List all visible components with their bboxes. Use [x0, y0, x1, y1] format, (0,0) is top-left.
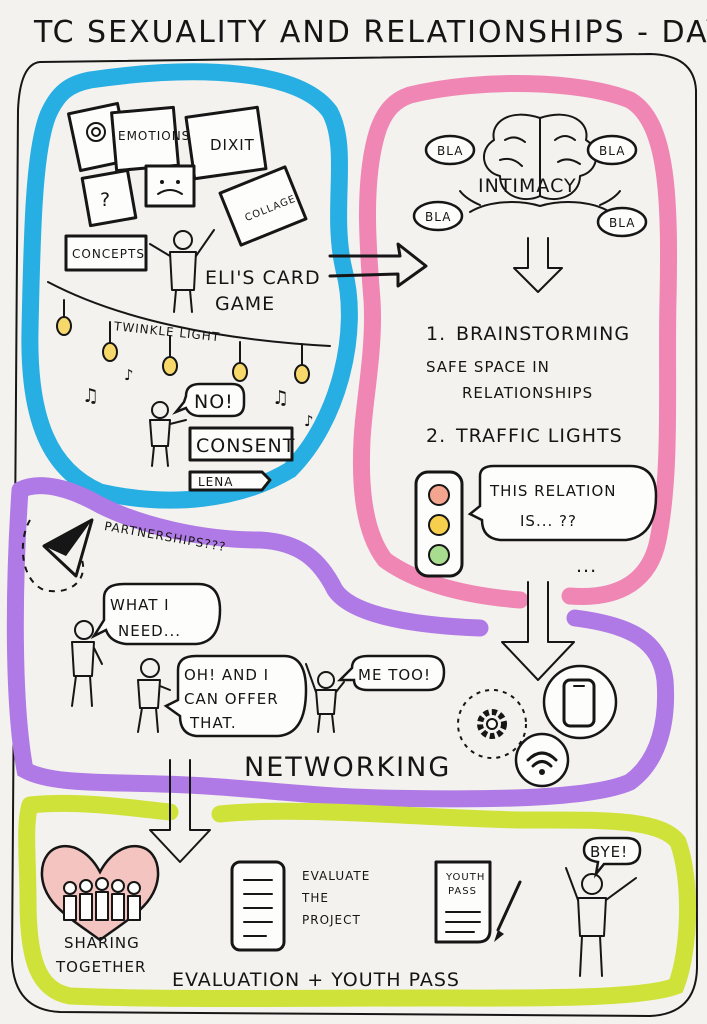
no-speech-bubble: NO!	[172, 382, 246, 418]
youthpass-line1: YOUTH	[445, 872, 485, 883]
waving-person-figure	[565, 867, 637, 977]
bla-text: BLA	[599, 144, 625, 158]
item1-sub-line2: RELATIONSHIPS	[462, 384, 593, 402]
bla-bubble: BLA	[596, 206, 648, 238]
eli-figure	[149, 229, 215, 313]
lena-figure	[149, 401, 187, 467]
item2-text: TRAFFIC LIGHTS	[455, 425, 623, 447]
lime-section-outline	[18, 794, 697, 1007]
bubble2-line3: THAT.	[189, 714, 237, 732]
bla-text: BLA	[437, 144, 463, 158]
light-bulb-icon	[232, 341, 248, 382]
lena-name-tag: LENA	[188, 470, 272, 492]
arrow-down-icon	[149, 759, 211, 863]
heart-icon	[40, 844, 160, 942]
me-too-bubble: ME TOO!	[336, 654, 446, 692]
networking-section: PARTNERSHIPS??? WHAT I NEED... OH! AND I…	[21, 518, 618, 863]
paper-plane-icon	[42, 518, 94, 578]
card-sad-face	[144, 164, 196, 208]
card-dixit-label: DIXIT	[210, 136, 255, 154]
light-bulb-icon	[162, 335, 178, 376]
bla-bubble: BLA	[586, 134, 638, 166]
arrow-to-intimacy	[328, 242, 428, 288]
evaluation-section: SHARING TOGETHER EVALUATE THE PROJECT YO…	[40, 836, 642, 991]
bla-bubble: BLA	[424, 134, 476, 166]
intimacy-label: INTIMACY	[478, 175, 577, 197]
intimacy-section: INTIMACY BLA BLA BLA BLA 1. BRAINSTORMIN…	[412, 113, 658, 681]
brain-icon	[459, 113, 621, 213]
card-emotions-label: EMOTIONS	[118, 129, 190, 143]
youthpass-line2: PASS	[448, 886, 477, 897]
arrow-down-icon	[501, 581, 575, 681]
card-game-label-line2: GAME	[215, 293, 275, 315]
sharing-line1: SHARING	[64, 934, 140, 952]
item2-number: 2.	[426, 425, 446, 447]
youth-pass-scroll-icon	[434, 860, 492, 944]
evaluate-line1: EVALUATE	[302, 869, 370, 883]
traffic-bubble-line2: IS... ??	[520, 512, 577, 530]
bla-text: BLA	[609, 216, 635, 230]
dashed-trail	[21, 519, 85, 593]
card-emotions: EMOTIONS	[110, 105, 190, 173]
arrow-down-icon	[513, 237, 563, 293]
offer-bubble: OH! AND I CAN OFFER THAT.	[163, 654, 308, 738]
ellipsis-text: ...	[576, 555, 597, 577]
music-note-icon: ♫	[272, 387, 290, 409]
bye-text: BYE!	[590, 843, 628, 861]
card-concepts-label: CONCEPTS	[72, 247, 145, 261]
twinkle-light-string	[47, 281, 331, 347]
music-note-icon: ♪	[124, 366, 135, 384]
pen-icon	[494, 880, 522, 942]
what-i-need-bubble: WHAT I NEED...	[90, 582, 222, 646]
sharing-line2: TOGETHER	[55, 958, 146, 976]
item1-text: BRAINSTORMING	[456, 323, 630, 345]
person-figure	[71, 620, 103, 707]
twinkle-light-label: TWINKLE LIGHT	[112, 319, 220, 344]
no-speech-text: NO!	[194, 391, 234, 413]
light-bulb-icon	[294, 343, 310, 384]
traffic-speech-bubble: THIS RELATION IS... ??	[467, 464, 658, 542]
card-dixit: DIXIT	[184, 105, 268, 181]
bubble1-line1: WHAT I	[110, 596, 170, 614]
consent-box: CONSENT	[188, 426, 295, 462]
card-concepts: CONCEPTS	[64, 234, 148, 272]
bubble3-text: ME TOO!	[358, 666, 431, 684]
document-icon	[230, 860, 286, 952]
evaluate-line2: THE	[301, 891, 329, 905]
item1-number: 1.	[426, 323, 446, 345]
light-bulb-icon	[102, 321, 118, 362]
bla-text: BLA	[425, 210, 451, 224]
music-note-icon: ♫	[82, 385, 100, 407]
card-question: ?	[80, 168, 138, 228]
evaluation-heading: EVALUATION + YOUTH PASS	[172, 969, 460, 991]
bla-bubble: BLA	[412, 200, 464, 232]
page-title: TC SEXUALITY AND RELATIONSHIPS - DAY5	[33, 15, 707, 50]
wifi-icon	[514, 732, 570, 788]
traffic-bubble-line1: THIS RELATION	[489, 482, 616, 500]
music-note-icon: ♪	[304, 412, 315, 430]
bubble2-line2: CAN OFFER	[184, 690, 279, 708]
pink-section-outline	[352, 75, 678, 609]
light-bulb-icon	[56, 299, 72, 336]
lena-name-text: LENA	[198, 475, 233, 489]
networking-heading: NETWORKING	[244, 752, 451, 783]
page-frame	[11, 53, 698, 1017]
evaluate-line3: PROJECT	[302, 913, 361, 927]
bubble1-line2: NEED...	[118, 622, 181, 640]
bye-bubble: BYE!	[582, 836, 642, 879]
purple-section-outline	[6, 477, 675, 808]
person-figure	[305, 663, 345, 733]
traffic-light-icon	[414, 470, 464, 578]
card-game-label-line1: ELI'S CARD	[205, 267, 321, 289]
item1-sub-line1: SAFE SPACE IN	[426, 358, 550, 376]
card-question-label: ?	[100, 189, 111, 211]
smartphone-icon	[542, 664, 618, 740]
card-game-section: EMOTIONS DIXIT ? COLLAGE CONCEPTS	[47, 101, 331, 492]
card-collage: COLLAGE	[218, 165, 308, 247]
gear-icon	[457, 689, 527, 759]
consent-text: CONSENT	[196, 435, 295, 457]
person-figure	[137, 658, 171, 733]
bubble2-line1: OH! AND I	[184, 666, 269, 684]
